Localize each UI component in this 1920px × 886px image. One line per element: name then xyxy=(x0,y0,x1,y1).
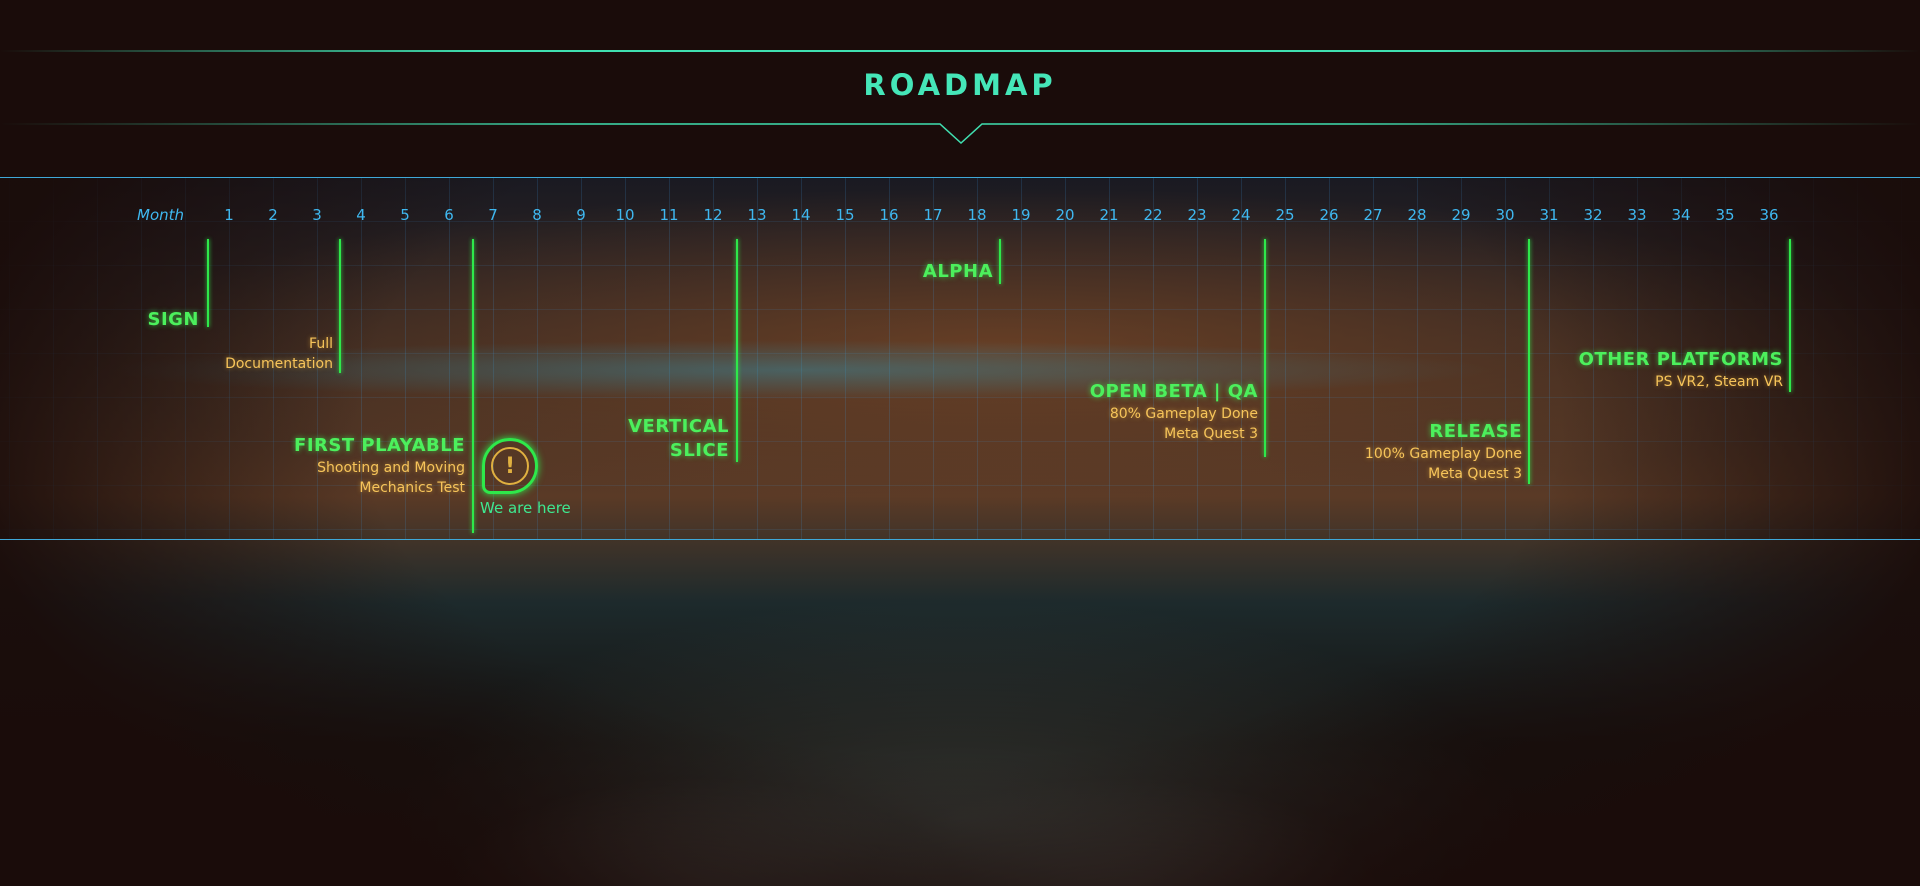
page-title: ROADMAP xyxy=(863,68,1057,102)
month-tick-label: 9 xyxy=(576,206,586,224)
milestone-line-alpha xyxy=(999,239,1001,284)
milestone-line-sign xyxy=(207,239,209,327)
milestone-alpha: ALPHA xyxy=(923,260,993,284)
milestone-detail: Shooting and Moving xyxy=(317,460,465,476)
milestone-line-first-playable xyxy=(472,239,474,533)
month-tick-label: 36 xyxy=(1759,206,1779,224)
month-tick-label: 35 xyxy=(1715,206,1735,224)
milestone-detail: Full xyxy=(309,336,333,352)
milestone-first-playable: FIRST PLAYABLE Shooting and Moving Mecha… xyxy=(294,434,465,498)
milestone-sign: SIGN xyxy=(148,308,200,332)
milestone-title-line2: SLICE xyxy=(669,440,729,461)
milestone-line-vertical-slice xyxy=(736,239,738,462)
month-tick-label: 14 xyxy=(791,206,811,224)
month-tick-label: 12 xyxy=(703,206,723,224)
month-tick-label: 28 xyxy=(1407,206,1427,224)
current-position-label: We are here xyxy=(480,499,571,517)
header-bottom-divider xyxy=(0,123,1920,145)
milestone-detail: Mechanics Test xyxy=(359,480,465,496)
milestone-other-platforms: OTHER PLATFORMS PS VR2, Steam VR xyxy=(1579,348,1783,392)
month-tick-label: 22 xyxy=(1143,206,1163,224)
month-tick-label: 4 xyxy=(356,206,366,224)
milestone-detail: Meta Quest 3 xyxy=(1164,426,1258,442)
milestone-detail: Meta Quest 3 xyxy=(1428,466,1522,482)
month-tick-label: 18 xyxy=(967,206,987,224)
milestone-title: OPEN BETA | QA xyxy=(1089,381,1258,402)
month-tick-label: 7 xyxy=(488,206,498,224)
milestone-documentation: Full Documentation xyxy=(225,334,333,374)
month-tick-label: 2 xyxy=(268,206,278,224)
month-tick-label: 16 xyxy=(879,206,899,224)
month-tick-label: 23 xyxy=(1187,206,1207,224)
milestone-title: OTHER PLATFORMS xyxy=(1578,349,1783,370)
month-tick-label: 20 xyxy=(1055,206,1075,224)
panel-bottom-border xyxy=(0,539,1920,540)
month-tick-label: 13 xyxy=(747,206,767,224)
month-tick-label: 34 xyxy=(1671,206,1691,224)
month-tick-label: 19 xyxy=(1011,206,1031,224)
milestone-detail: PS VR2, Steam VR xyxy=(1655,374,1783,390)
month-tick-label: 8 xyxy=(532,206,542,224)
month-tick-label: 11 xyxy=(659,206,679,224)
month-tick-label: 15 xyxy=(835,206,855,224)
month-tick-label: 24 xyxy=(1231,206,1251,224)
milestone-title: ALPHA xyxy=(922,261,993,282)
month-tick-label: 33 xyxy=(1627,206,1647,224)
milestone-detail: 100% Gameplay Done xyxy=(1364,446,1522,462)
milestone-vertical-slice: VERTICAL SLICE xyxy=(628,415,729,463)
milestone-title: RELEASE xyxy=(1429,421,1522,442)
month-tick-label: 27 xyxy=(1363,206,1383,224)
month-tick-label: 17 xyxy=(923,206,943,224)
month-tick-label: 3 xyxy=(312,206,322,224)
month-tick-label: 6 xyxy=(444,206,454,224)
month-tick-label: 25 xyxy=(1275,206,1295,224)
month-axis-label: Month xyxy=(137,206,185,224)
alert-icon: ! xyxy=(482,438,538,494)
month-tick-label: 31 xyxy=(1539,206,1559,224)
header-top-divider xyxy=(0,50,1920,52)
month-tick-label: 29 xyxy=(1451,206,1471,224)
month-tick-label: 21 xyxy=(1099,206,1119,224)
milestone-title: VERTICAL xyxy=(628,416,729,437)
month-tick-label: 10 xyxy=(615,206,635,224)
month-tick-label: 26 xyxy=(1319,206,1339,224)
milestone-line-release xyxy=(1528,239,1530,484)
milestone-line-other-platforms xyxy=(1789,239,1791,392)
panel-top-border xyxy=(0,177,1920,178)
milestone-detail: 80% Gameplay Done xyxy=(1109,406,1258,422)
exclamation-glyph: ! xyxy=(491,447,529,485)
milestone-detail: Documentation xyxy=(225,356,333,372)
milestone-line-documentation xyxy=(339,239,341,373)
milestone-open-beta: OPEN BETA | QA 80% Gameplay Done Meta Qu… xyxy=(1090,380,1258,444)
milestone-line-open-beta xyxy=(1264,239,1266,457)
milestone-release: RELEASE 100% Gameplay Done Meta Quest 3 xyxy=(1365,420,1522,484)
month-tick-label: 5 xyxy=(400,206,410,224)
month-tick-label: 30 xyxy=(1495,206,1515,224)
month-tick-label: 1 xyxy=(224,206,234,224)
milestone-title: FIRST PLAYABLE xyxy=(294,435,465,456)
milestone-title: SIGN xyxy=(147,309,199,330)
month-tick-label: 32 xyxy=(1583,206,1603,224)
